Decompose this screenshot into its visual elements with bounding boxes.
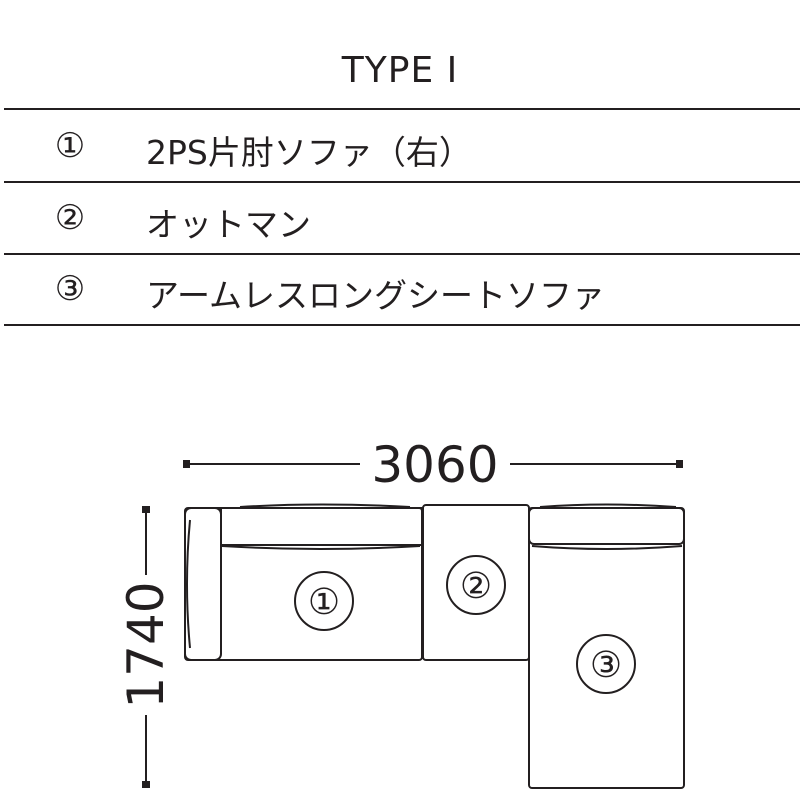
depth-dimension-label: 1740: [117, 581, 175, 708]
page-title: TYPE I: [341, 50, 459, 91]
list-item: ① 2PS片肘ソファ（右）: [0, 114, 800, 182]
list-item: ② オットマン: [0, 186, 800, 254]
width-dimension-label: 3060: [371, 436, 498, 494]
divider-line: [4, 253, 800, 255]
module-3-marker-circle: [576, 634, 636, 694]
list-item: ③ アームレスロングシートソファ: [0, 257, 800, 325]
item-number: ①: [54, 126, 86, 166]
item-name: オットマン: [146, 205, 311, 244]
module-1-marker-circle: [294, 571, 354, 631]
module-1-marker-number: ①: [308, 582, 340, 623]
item-number: ②: [54, 198, 86, 238]
item-name: 2PS片肘ソファ（右）: [146, 133, 472, 172]
divider-line: [4, 324, 800, 326]
divider-line: [4, 181, 800, 183]
module-3-long-seat-sofa: [528, 503, 685, 789]
module-2-marker-number: ②: [460, 566, 492, 607]
width-dimension-line: [183, 460, 683, 468]
module-2-marker-circle: [446, 555, 506, 615]
module-1-sofa: [184, 503, 423, 661]
item-number: ③: [54, 269, 86, 309]
depth-dimension-line: [142, 506, 150, 788]
item-name: アームレスロングシートソファ: [146, 276, 606, 315]
divider-line: [4, 108, 800, 110]
module-3-marker-number: ③: [590, 645, 622, 686]
